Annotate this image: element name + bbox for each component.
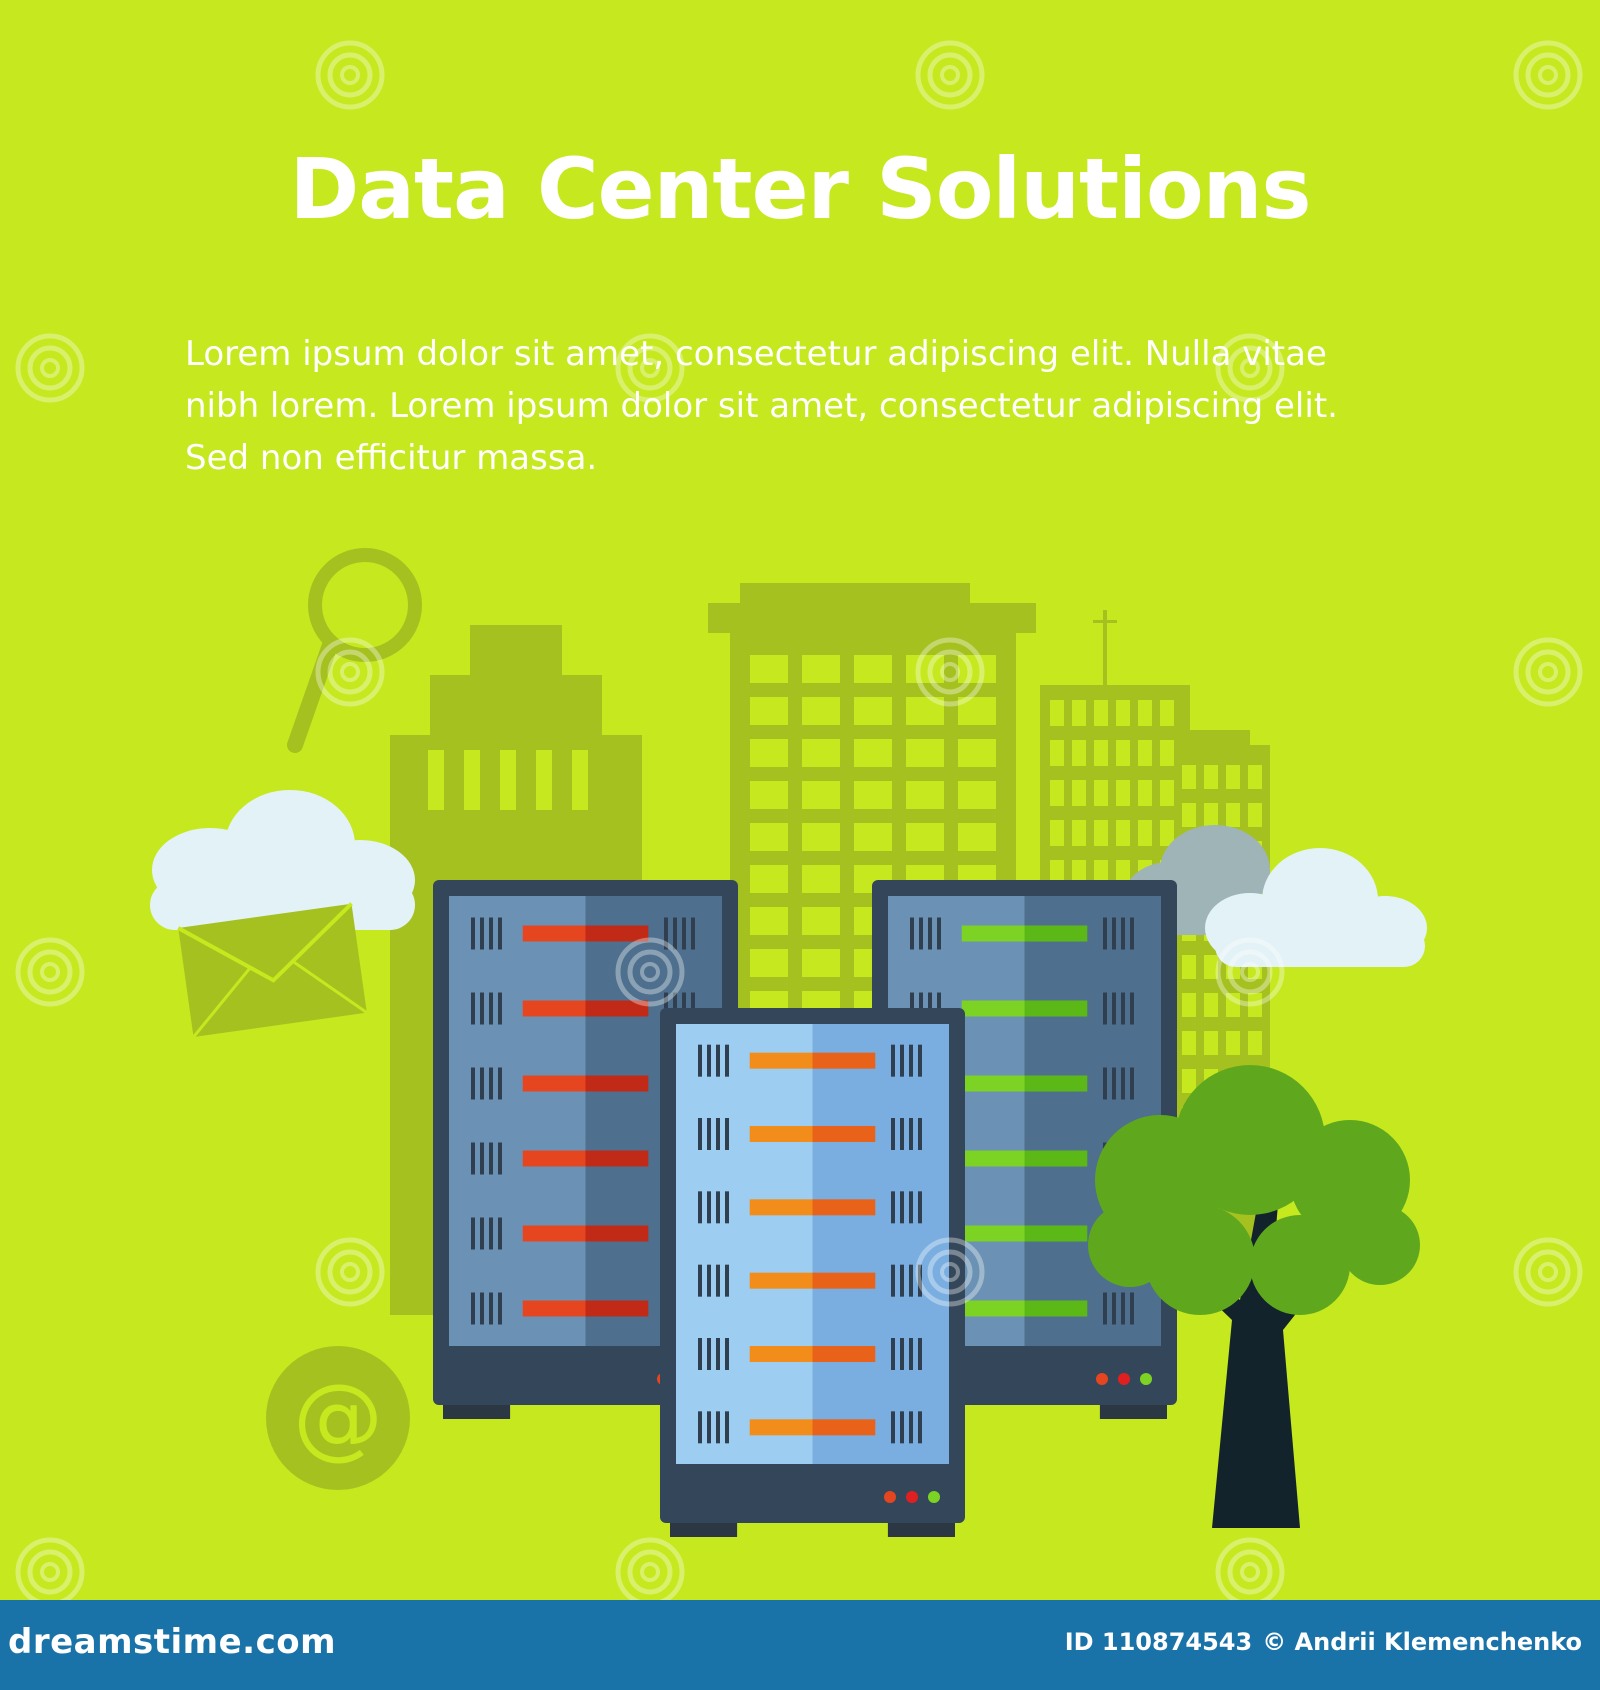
description-text: Lorem ipsum dolor sit amet, consectetur … <box>185 328 1425 484</box>
image-credit: ID 110874543 © Andrii Klemenchenko <box>1065 1628 1582 1656</box>
watermark-icon <box>615 937 685 1007</box>
watermark-icon <box>15 333 85 403</box>
watermark-icon <box>1513 1237 1583 1307</box>
illustration: @ <box>15 40 1583 1600</box>
search-icon <box>287 548 422 753</box>
watermark-icon <box>15 1537 85 1600</box>
watermark-icon <box>615 1537 685 1600</box>
copyright-text: © Andrii Klemenchenko <box>1262 1628 1582 1656</box>
watermark-icon <box>315 40 385 110</box>
envelope-icon <box>177 902 368 1038</box>
image-id: ID 110874543 <box>1064 1628 1253 1656</box>
watermark-icon <box>1215 937 1285 1007</box>
watermark-icon <box>915 637 985 707</box>
watermark-icon <box>315 637 385 707</box>
page-title: Data Center Solutions <box>289 140 1312 238</box>
watermark-icon <box>615 333 685 403</box>
server-rack-icon <box>660 1008 965 1537</box>
cloud-icon <box>1205 848 1427 967</box>
tree-icon <box>1088 1065 1420 1528</box>
watermark-icon <box>915 1237 985 1307</box>
at-sign-icon: @ <box>266 1346 410 1490</box>
watermark-icon <box>15 937 85 1007</box>
description-line-2: nibh lorem. Lorem ipsum dolor sit amet, … <box>185 386 1338 426</box>
watermark-icon <box>1215 1537 1285 1600</box>
cloud-icon <box>150 790 415 930</box>
watermark-icon <box>1215 333 1285 403</box>
svg-text:@: @ <box>293 1365 383 1470</box>
description-line-3: Sed non efficitur massa. <box>185 438 598 478</box>
watermark-icon <box>1513 637 1583 707</box>
watermark-icon <box>915 40 985 110</box>
watermark-icon <box>315 1237 385 1307</box>
data-center-scene: @ <box>150 548 1427 1537</box>
dreamstime-logo: dreamstime.com <box>8 1622 337 1662</box>
description-line-1: Lorem ipsum dolor sit amet, consectetur … <box>185 334 1327 374</box>
watermark-icon <box>1513 40 1583 110</box>
stock-footer-bar: dreamstime.com ID 110874543 © Andrii Klem… <box>0 1600 1600 1690</box>
